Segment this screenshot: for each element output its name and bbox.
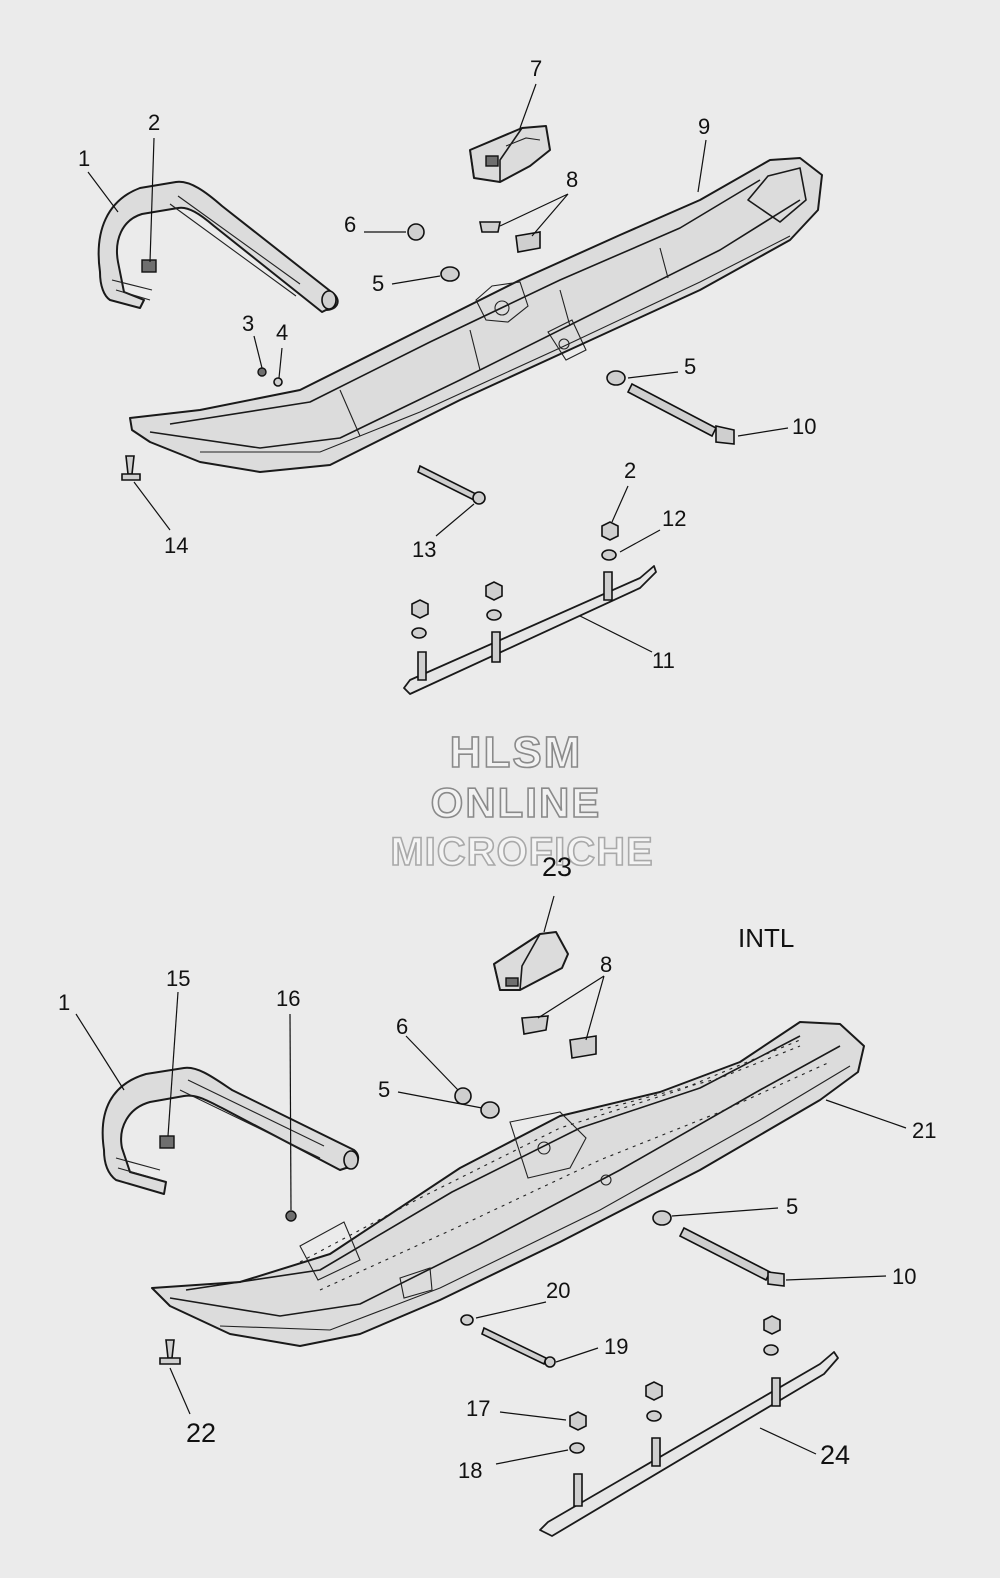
callout-6-upper: 6: [344, 212, 356, 237]
washer-12-upper[interactable]: [601, 549, 617, 561]
handle-nut-15-lower[interactable]: [159, 1135, 175, 1149]
callout-1-upper: 1: [78, 146, 90, 171]
lower-leader-lines: [75, 895, 907, 1465]
ski-body-lower[interactable]: [151, 1021, 865, 1347]
bushing-8a-lower[interactable]: [521, 1015, 549, 1035]
callout-13-upper: 13: [412, 537, 436, 562]
callout-17-lower: 17: [466, 1396, 490, 1421]
callout-20-lower: 20: [546, 1278, 570, 1303]
callout-11-upper: 11: [652, 648, 675, 673]
bolt-13-upper[interactable]: [417, 464, 486, 505]
bushing-8a-upper[interactable]: [479, 221, 501, 233]
callout-3-upper: 3: [242, 311, 254, 336]
washer-5a-upper[interactable]: [440, 266, 460, 282]
nut-wearbar-1-upper[interactable]: [411, 599, 429, 619]
callout-24-lower: 24: [820, 1440, 850, 1470]
washer-wearbar-2-upper[interactable]: [486, 609, 502, 621]
ski-handle-lower[interactable]: [101, 1066, 360, 1195]
ski-body-upper[interactable]: [129, 157, 823, 473]
callout-6-lower: 6: [396, 1014, 408, 1039]
washer-20-lower[interactable]: [460, 1314, 474, 1326]
callout-19-lower: 19: [604, 1334, 628, 1359]
watermark-line-2: ONLINE: [431, 779, 602, 826]
upper-leader-lines: [87, 83, 789, 653]
callout-10-lower: 10: [892, 1264, 916, 1289]
callout-23-lower: 23: [542, 852, 572, 882]
washer-wearbar-1-upper[interactable]: [411, 627, 427, 639]
washer-5a-lower[interactable]: [480, 1101, 500, 1119]
lower-ski-assembly-intl: INTL: [58, 852, 936, 1537]
washer-5b-upper[interactable]: [606, 370, 626, 386]
callout-16-lower: 16: [276, 986, 300, 1011]
bolt-10-upper[interactable]: [626, 382, 735, 445]
callout-5b-upper: 5: [684, 354, 696, 379]
callout-5a-upper: 5: [372, 271, 384, 296]
callout-5b-lower: 5: [786, 1194, 798, 1219]
nut-6-lower[interactable]: [454, 1087, 472, 1105]
nut-16-lower[interactable]: [285, 1210, 297, 1222]
watermark: HLSM ONLINE MICROFICHE: [390, 727, 654, 875]
callout-10-upper: 10: [792, 414, 816, 439]
nut-wearbar-2-lower[interactable]: [645, 1381, 663, 1401]
wear-bar-upper[interactable]: [403, 565, 657, 695]
callout-9-upper: 9: [698, 114, 710, 139]
handle-nut-upper[interactable]: [141, 259, 157, 273]
watermark-line-3: MICROFICHE: [390, 830, 653, 874]
callout-2-upper: 2: [148, 110, 160, 135]
pin-14-upper[interactable]: [121, 455, 141, 481]
ski-traction-studs-lower: [299, 1039, 831, 1291]
washer-4-upper[interactable]: [273, 377, 283, 387]
upper-ski-assembly: 1 2 3 4 5 6 7 8 9 5 10 14 13 2 12 11: [78, 56, 823, 695]
callout-8-lower: 8: [600, 952, 612, 977]
callout-22-lower: 22: [186, 1418, 216, 1448]
bushing-8b-lower[interactable]: [569, 1035, 597, 1059]
callout-8-upper: 8: [566, 167, 578, 192]
watermark-line-1: HLSM: [450, 728, 583, 777]
washer-wearbar-2-lower[interactable]: [646, 1410, 662, 1422]
ski-handle-upper[interactable]: [97, 180, 339, 313]
callout-2b-upper: 2: [624, 458, 636, 483]
bolt-19-lower[interactable]: [481, 1326, 556, 1368]
bushing-8b-upper[interactable]: [515, 231, 541, 253]
ski-saddle-upper[interactable]: [469, 125, 551, 183]
washer-5b-lower[interactable]: [652, 1210, 672, 1226]
pin-22-lower[interactable]: [159, 1339, 181, 1365]
washer-18-lower[interactable]: [569, 1442, 585, 1454]
lower-callouts: 23 8 1 15 16 6 5 21 5 10 20 19 22 17 18 …: [58, 852, 936, 1483]
callout-5a-lower: 5: [378, 1077, 390, 1102]
upper-callouts: 1 2 3 4 5 6 7 8 9 5 10 14 13 2 12 11: [78, 56, 816, 673]
wear-bar-lower[interactable]: [539, 1351, 839, 1537]
washer-wearbar-3-lower[interactable]: [763, 1344, 779, 1356]
callout-15-lower: 15: [166, 966, 190, 991]
callout-4-upper: 4: [276, 320, 288, 345]
nut-3-upper[interactable]: [257, 367, 267, 377]
callout-14-upper: 14: [164, 533, 188, 558]
callout-12-upper: 12: [662, 506, 686, 531]
callout-1-lower: 1: [58, 990, 70, 1015]
callout-21-lower: 21: [912, 1118, 936, 1143]
callout-7-upper: 7: [530, 56, 542, 81]
bolt-10-lower[interactable]: [678, 1226, 785, 1287]
ski-saddle-lower[interactable]: [493, 931, 569, 991]
variant-label-intl: INTL: [738, 923, 794, 953]
nut-wearbar-3-lower[interactable]: [763, 1315, 781, 1335]
nut-6-upper[interactable]: [407, 223, 425, 241]
callout-18-lower: 18: [458, 1458, 482, 1483]
nut-17-lower[interactable]: [569, 1411, 587, 1431]
nut-wearbar-2-upper[interactable]: [485, 581, 503, 601]
nut-2-wearbar-upper[interactable]: [601, 521, 619, 541]
